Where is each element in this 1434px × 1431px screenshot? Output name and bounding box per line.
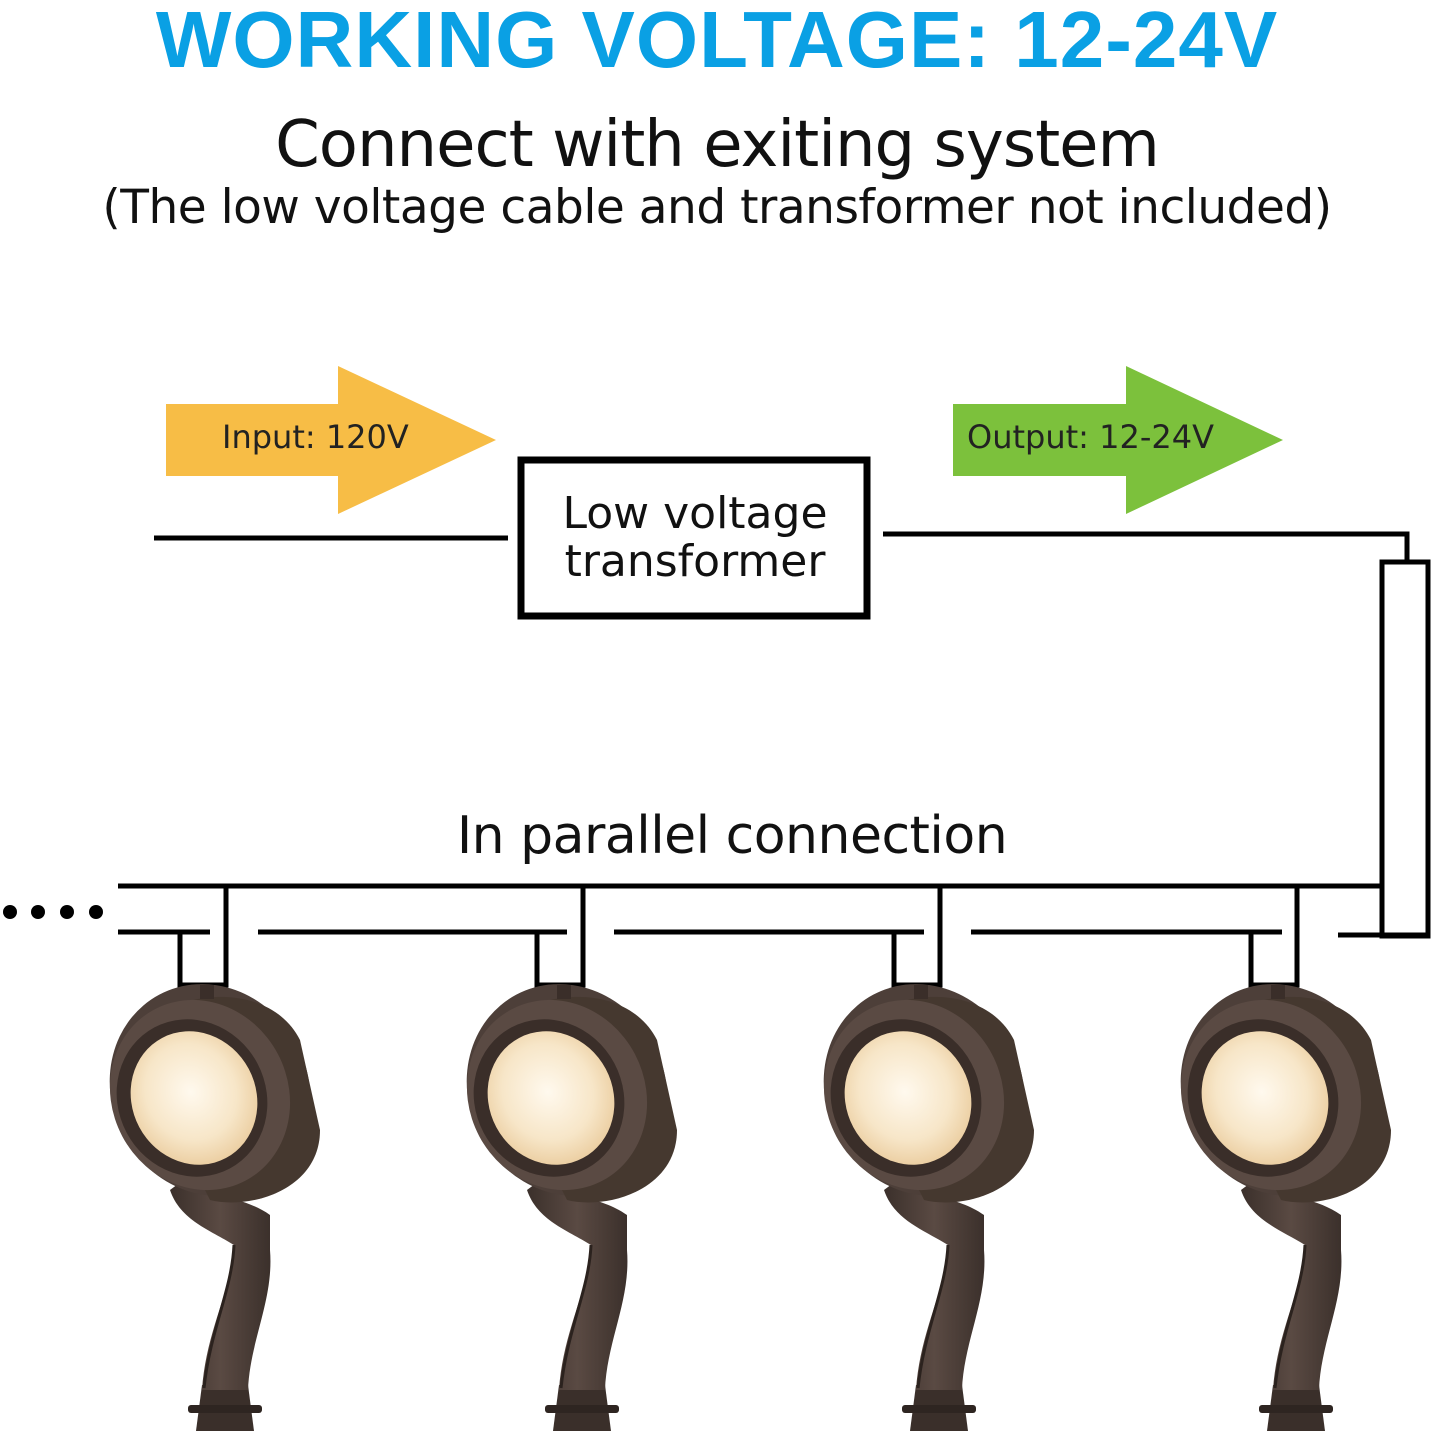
transformer-label: Low voltage transformer bbox=[522, 490, 868, 586]
input-arrow bbox=[166, 366, 496, 514]
subtitle: Connect with exiting system bbox=[275, 108, 1160, 182]
note: (The low voltage cable and transformer n… bbox=[102, 180, 1332, 235]
output-arrow bbox=[953, 366, 1283, 514]
spotlight-icon bbox=[428, 947, 706, 1431]
transformer-label-line1: Low voltage bbox=[562, 488, 828, 539]
page-title: WORKING VOLTAGE: 12-24V bbox=[155, 0, 1279, 84]
ellipsis-dots bbox=[3, 905, 103, 919]
spotlight-icon bbox=[71, 947, 349, 1431]
input-label: Input: 120V bbox=[222, 418, 409, 456]
output-label: Output: 12-24V bbox=[967, 418, 1214, 456]
transformer-label-line2: transformer bbox=[564, 536, 826, 587]
transformer-box bbox=[517, 456, 871, 620]
spotlight-icon bbox=[1142, 947, 1420, 1431]
spotlight-icon bbox=[785, 947, 1063, 1431]
parallel-connection-label: In parallel connection bbox=[456, 806, 1008, 866]
